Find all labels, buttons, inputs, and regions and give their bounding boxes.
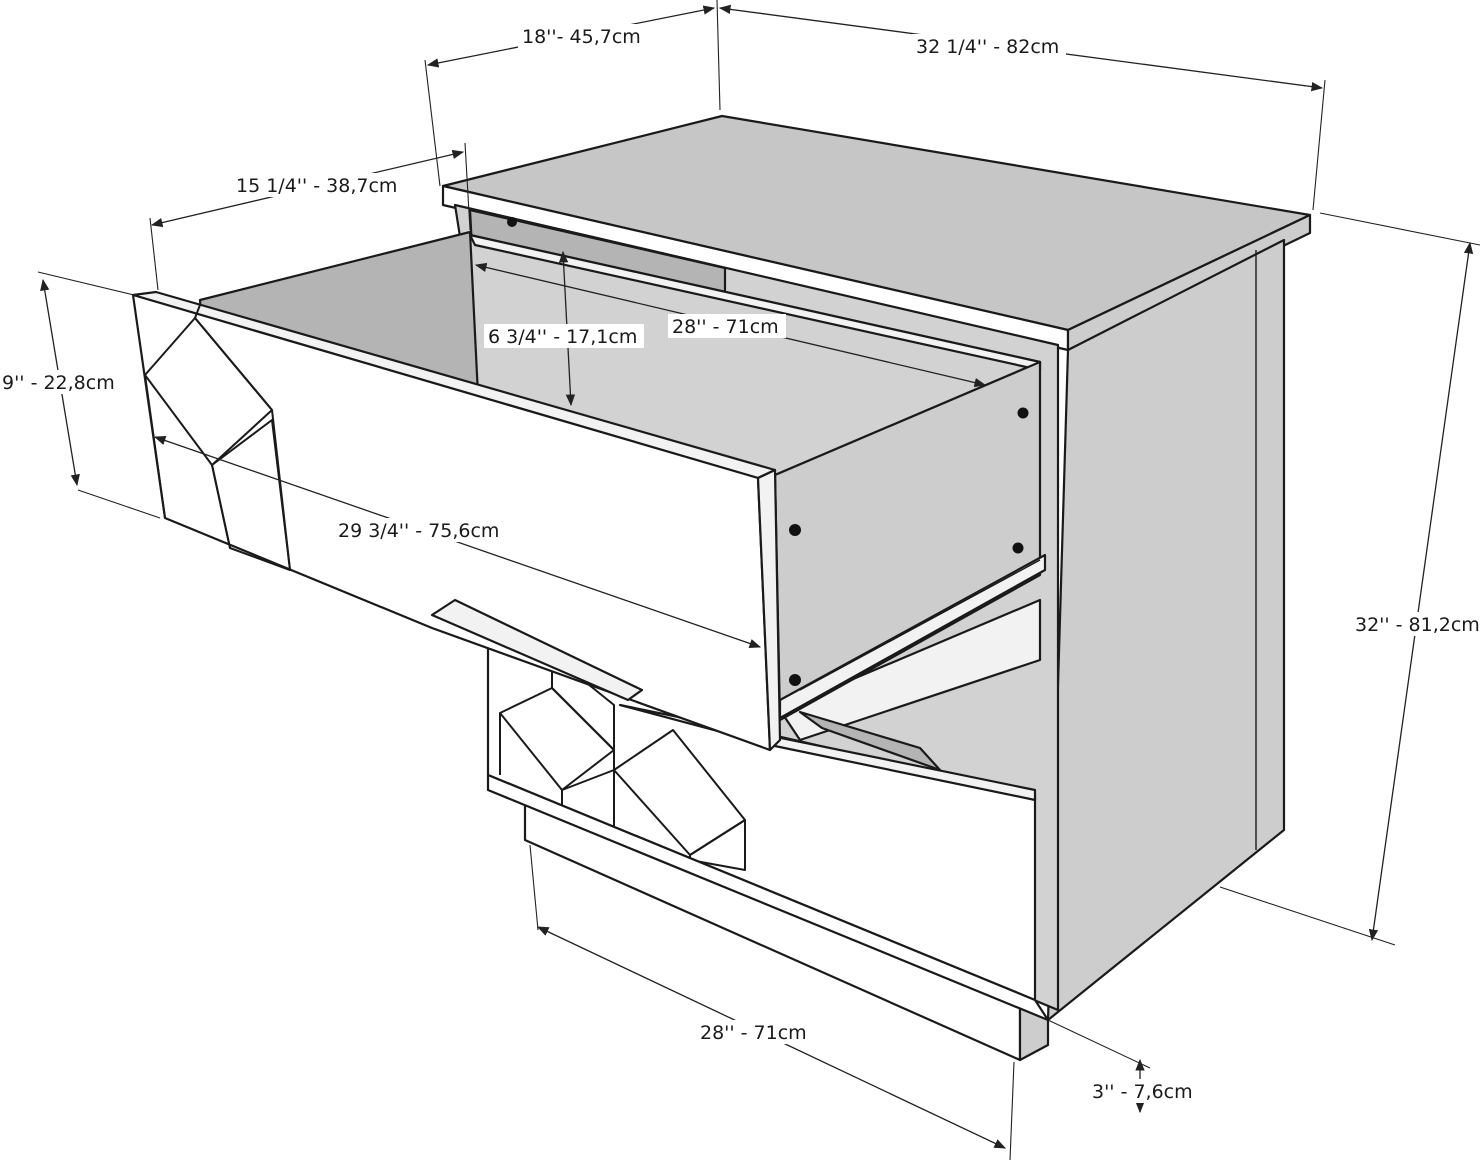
drawer-front-width-label: 29 3/4'' - 75,6cm bbox=[338, 520, 499, 542]
cabinet-right-side bbox=[1046, 238, 1286, 1022]
drawer-inner-width-label: 28'' - 71cm bbox=[672, 316, 779, 338]
depth-label: 18''- 45,7cm bbox=[522, 26, 641, 48]
drawer-inner-height-label: 6 3/4'' - 17,1cm bbox=[488, 326, 637, 348]
drawer-depth-label: 15 1/4'' - 38,7cm bbox=[236, 175, 397, 197]
dimension-labels: 18''- 45,7cm 32 1/4'' - 82cm 15 1/4'' - … bbox=[0, 24, 1480, 1103]
base-width-label: 28'' - 71cm bbox=[700, 1022, 807, 1044]
cabinet-top-side-edge bbox=[1066, 213, 1312, 352]
width-label: 32 1/4'' - 82cm bbox=[916, 36, 1059, 58]
drawer-front-height-label: 9'' - 22,8cm bbox=[2, 372, 115, 394]
base-height-label: 3'' - 7,6cm bbox=[1092, 1081, 1193, 1103]
height-label: 32'' - 81,2cm bbox=[1355, 614, 1480, 636]
height-dimension-line bbox=[1368, 241, 1474, 942]
